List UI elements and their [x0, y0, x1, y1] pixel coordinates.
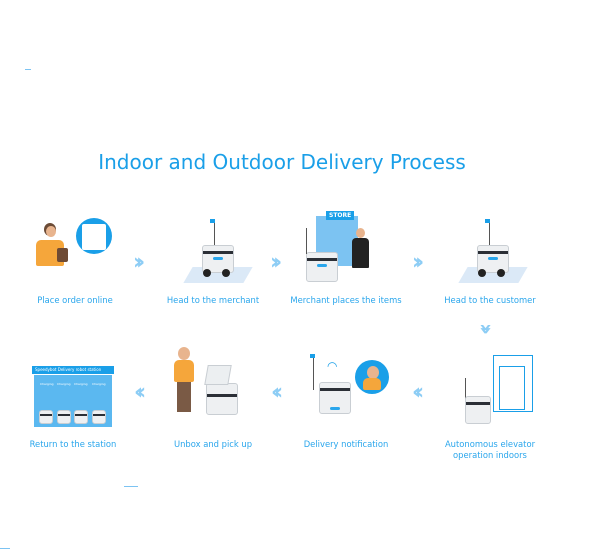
robot-pole	[214, 220, 215, 248]
person-face	[46, 226, 56, 237]
merchant-head	[356, 228, 365, 238]
robot-wheel	[497, 269, 505, 277]
notification-illustration: ◠	[305, 352, 390, 422]
robot	[319, 382, 351, 414]
robot	[465, 396, 491, 424]
station-illustration: Speedybot Delivery robot station Chargin…	[32, 366, 114, 432]
robot-wheel	[203, 269, 211, 277]
robot	[202, 245, 234, 273]
step-caption: Head to the customer	[444, 295, 536, 305]
charging-dock: Charging	[40, 382, 54, 386]
robot-pole	[313, 355, 314, 390]
robot	[92, 410, 106, 424]
charging-dock: Charging	[57, 382, 71, 386]
person-pants	[177, 382, 191, 412]
person-shirt	[174, 360, 194, 382]
charging-dock: Charging	[74, 382, 88, 386]
robot-to-merchant-illustration	[170, 215, 260, 285]
place-order-illustration	[33, 218, 118, 288]
chevron-left-icon: ‹‹	[134, 380, 146, 405]
chevron-down-icon: ››	[473, 322, 499, 330]
robot	[477, 245, 509, 273]
robot-lid	[204, 365, 232, 385]
tablet-icon	[57, 248, 68, 262]
unbox-illustration	[170, 345, 250, 425]
step-caption: Return to the station	[29, 439, 117, 449]
robot	[74, 410, 88, 424]
robot	[57, 410, 71, 424]
person-head	[178, 347, 190, 360]
chevron-right-icon: ››	[412, 250, 424, 275]
decor-line	[25, 69, 31, 70]
chevron-left-icon: ‹‹	[271, 380, 283, 405]
app-screen-bubble	[76, 218, 112, 254]
step-caption: Delivery notification	[303, 439, 389, 449]
robot-flag	[310, 354, 315, 358]
robot-flag	[485, 219, 490, 223]
page-title: Indoor and Outdoor Delivery Process	[98, 150, 466, 174]
robot-wheel	[222, 269, 230, 277]
step-caption: Merchant places the items	[290, 295, 402, 305]
robot-pole	[489, 220, 490, 248]
wifi-icon: ◠	[327, 359, 338, 373]
chevron-left-icon: ‹‹	[412, 380, 424, 405]
step-caption: Place order online	[37, 295, 113, 305]
elevator-doors	[499, 366, 525, 410]
robot	[206, 383, 238, 415]
chevron-right-icon: ››	[133, 250, 145, 275]
step-caption: Unbox and pick up	[173, 439, 253, 449]
merchant-illustration: STORE	[298, 208, 393, 288]
robot-wheel	[478, 269, 486, 277]
chevron-right-icon: ››	[270, 250, 282, 275]
merchant-apron	[352, 238, 369, 268]
step-caption: Autonomous elevator operation indoors	[444, 439, 536, 460]
robot	[306, 252, 338, 282]
elevator-illustration	[455, 350, 540, 425]
store-sign: STORE	[326, 211, 355, 220]
robot-to-customer-illustration	[445, 215, 535, 285]
robot-pole	[306, 228, 307, 254]
decor-line	[124, 486, 138, 487]
robot-flag	[210, 219, 215, 223]
customer-bubble	[355, 360, 389, 394]
station-sign: Speedybot Delivery robot station	[32, 366, 114, 374]
step-caption: Head to the merchant	[166, 295, 260, 305]
charging-dock: Charging	[92, 382, 106, 386]
decor-line	[0, 548, 10, 549]
robot	[39, 410, 53, 424]
robot-pole	[465, 378, 466, 400]
